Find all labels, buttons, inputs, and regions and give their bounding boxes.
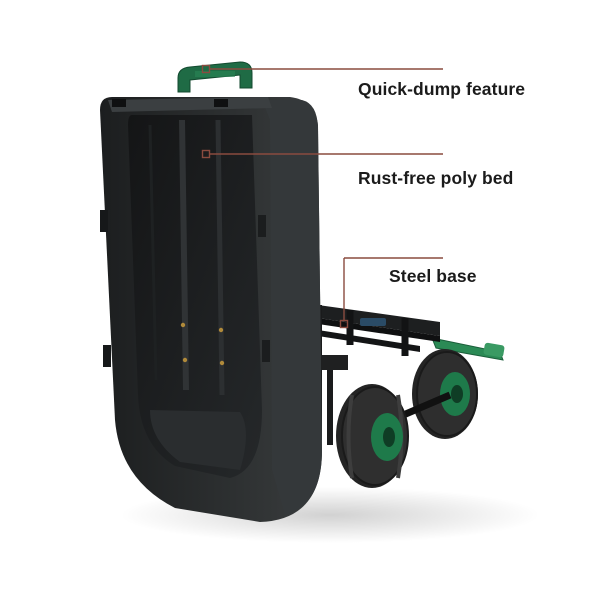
callout-label-poly-bed: Rust-free poly bed bbox=[358, 168, 514, 188]
poly-dump-bed bbox=[100, 97, 322, 522]
callout-marker-quick-dump bbox=[201, 64, 211, 74]
callout-marker-poly-bed bbox=[201, 149, 211, 159]
callout-lines bbox=[201, 64, 443, 329]
tow-handle bbox=[431, 337, 505, 361]
callout-label-quick-dump: Quick-dump feature bbox=[358, 79, 526, 99]
front-wheel bbox=[336, 384, 409, 488]
callout-label-steel-base: Steel base bbox=[389, 266, 477, 286]
callout-marker-steel-base bbox=[339, 319, 349, 329]
quick-dump-handle bbox=[177, 61, 253, 93]
